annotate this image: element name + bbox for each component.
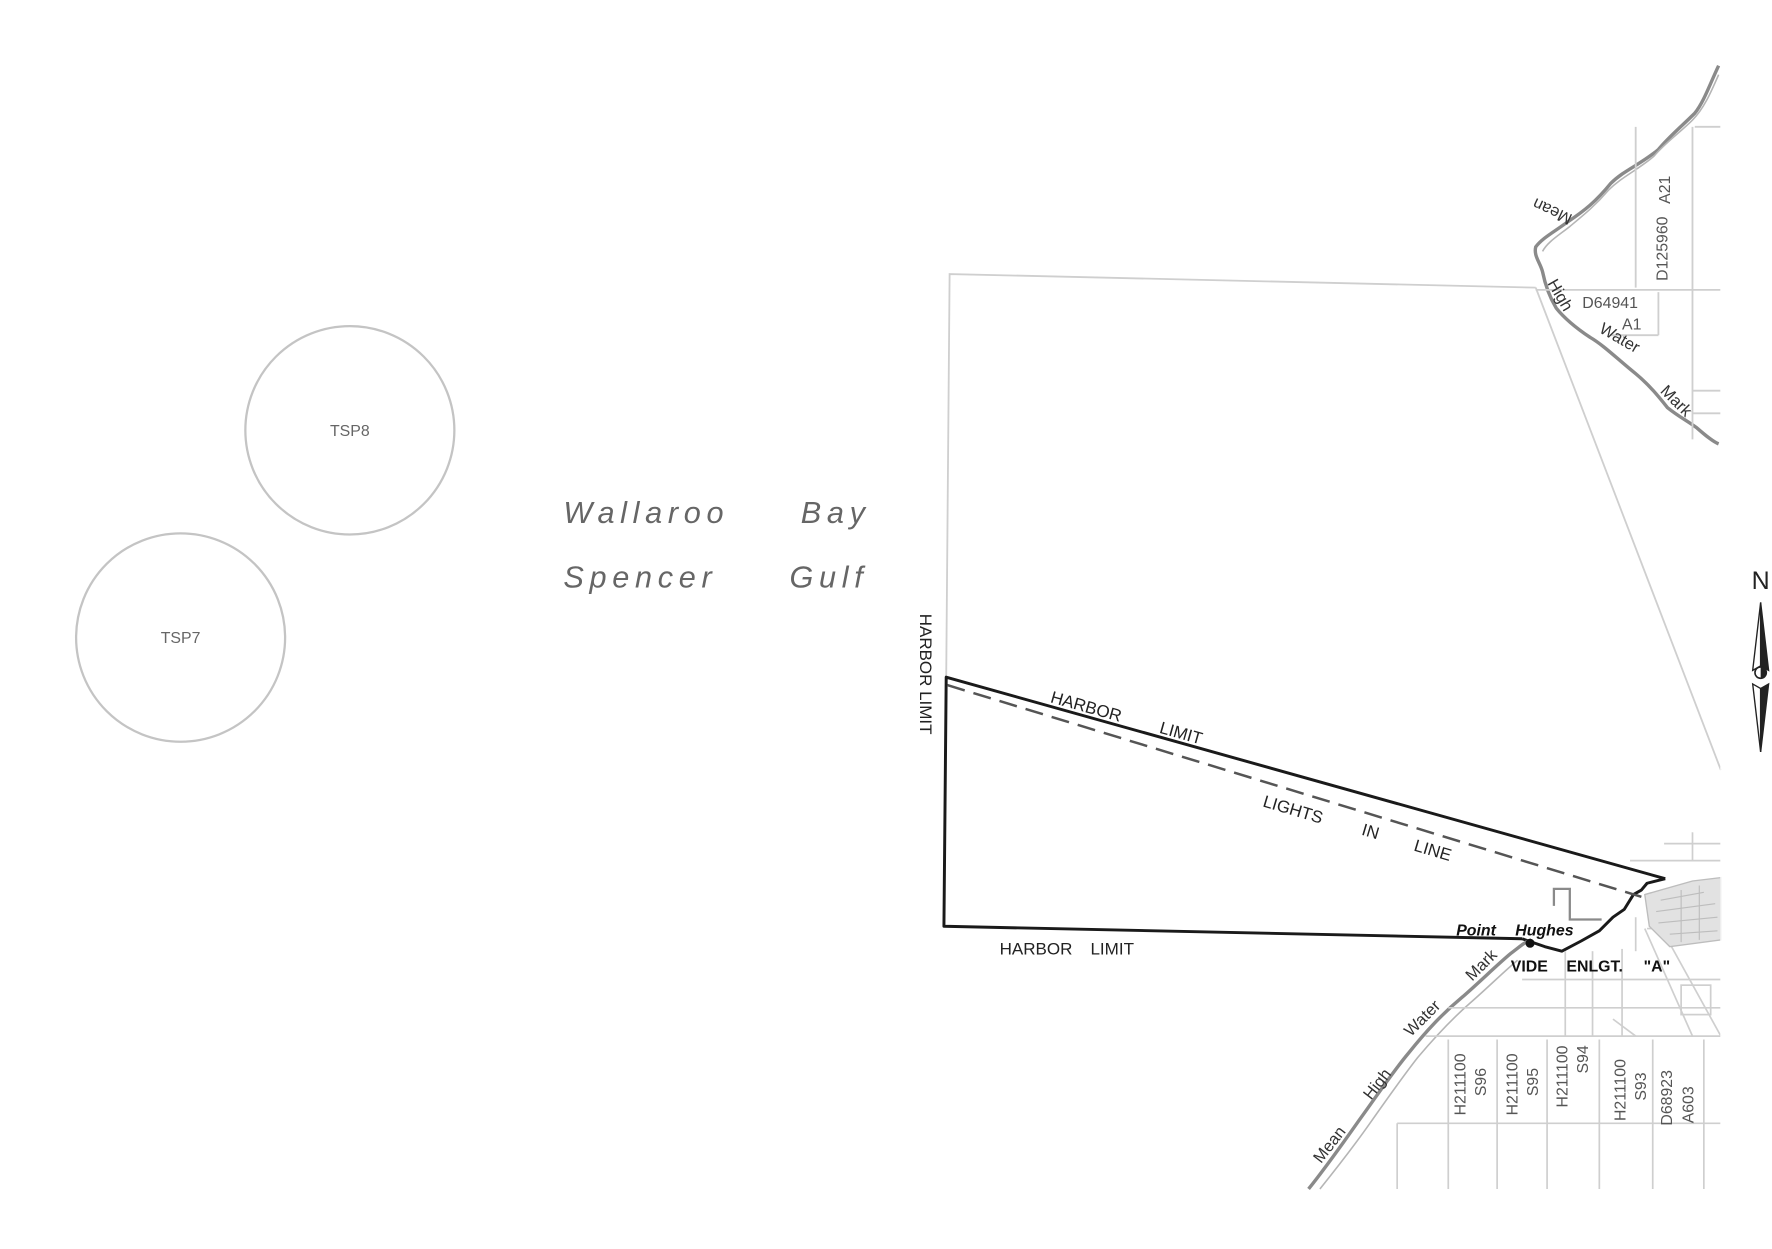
parcel-label: D68923 [1659, 1070, 1676, 1126]
enlargement-frame [945, 273, 1722, 771]
water-label-gulf: Gulf [789, 561, 868, 595]
place-label-hughes: Hughes [1515, 922, 1573, 939]
parcel-label: A603 [1681, 1086, 1698, 1123]
coastline-north-inner [1541, 74, 1720, 252]
enlargement-label-a: "A" [1644, 959, 1671, 976]
water-label-wallaroo: Wallaroo [563, 496, 729, 530]
place-label-point: Point [1456, 922, 1496, 939]
parcel-label: A1 [1622, 317, 1642, 334]
survey-point-tsp7: TSP7 [74, 532, 287, 743]
harbor-limit-label-south: LIMIT [1090, 940, 1134, 959]
coastline-north [1533, 64, 1721, 446]
parcel-label: H211100 [1505, 1053, 1522, 1115]
survey-point-label: TSP7 [161, 630, 201, 647]
lights-label: IN [1360, 820, 1382, 843]
parcel-label: D125960 [1654, 216, 1671, 280]
parcel-label: H211100 [1612, 1059, 1629, 1121]
survey-point-tsp8: TSP8 [244, 324, 456, 536]
water-label-spencer: Spencer [563, 561, 717, 595]
harbor-limit-label-south: HARBOR [1000, 940, 1073, 959]
parcel-label: S95 [1525, 1068, 1542, 1096]
water-label-bay: Bay [801, 496, 871, 530]
north-arrow: N [1752, 567, 1770, 752]
enlargement-label-vide: VIDE [1511, 959, 1548, 976]
coastline-south-inner [1319, 959, 1519, 1190]
cadastre-north [1535, 125, 1721, 440]
jetty [1552, 887, 1602, 921]
town-block [1644, 876, 1722, 948]
coastline-south [1307, 938, 1532, 1191]
parcel-label: S96 [1473, 1068, 1490, 1096]
coast-label: Mean [1530, 194, 1575, 228]
parcel-label: S93 [1633, 1072, 1650, 1100]
parcel-label: D64941 [1582, 295, 1638, 312]
point-hughes-marker [1525, 938, 1535, 948]
lights-label: LINE [1412, 836, 1454, 865]
north-arrow-label: N [1752, 567, 1770, 595]
lights-in-line [946, 683, 1642, 899]
parcel-label: S94 [1575, 1045, 1592, 1073]
parcel-label: H211100 [1555, 1045, 1572, 1107]
coast-label: High [1360, 1065, 1395, 1103]
harbor-limit-label-west: HARBOR LIMIT [916, 614, 935, 735]
survey-point-label: TSP8 [330, 423, 370, 440]
parcel-label: H211100 [1452, 1053, 1469, 1115]
harbor-limit-boundary [942, 675, 1666, 953]
enlargement-label-enlgt: ENLGT. [1566, 959, 1622, 976]
parcel-label: A21 [1657, 175, 1674, 203]
